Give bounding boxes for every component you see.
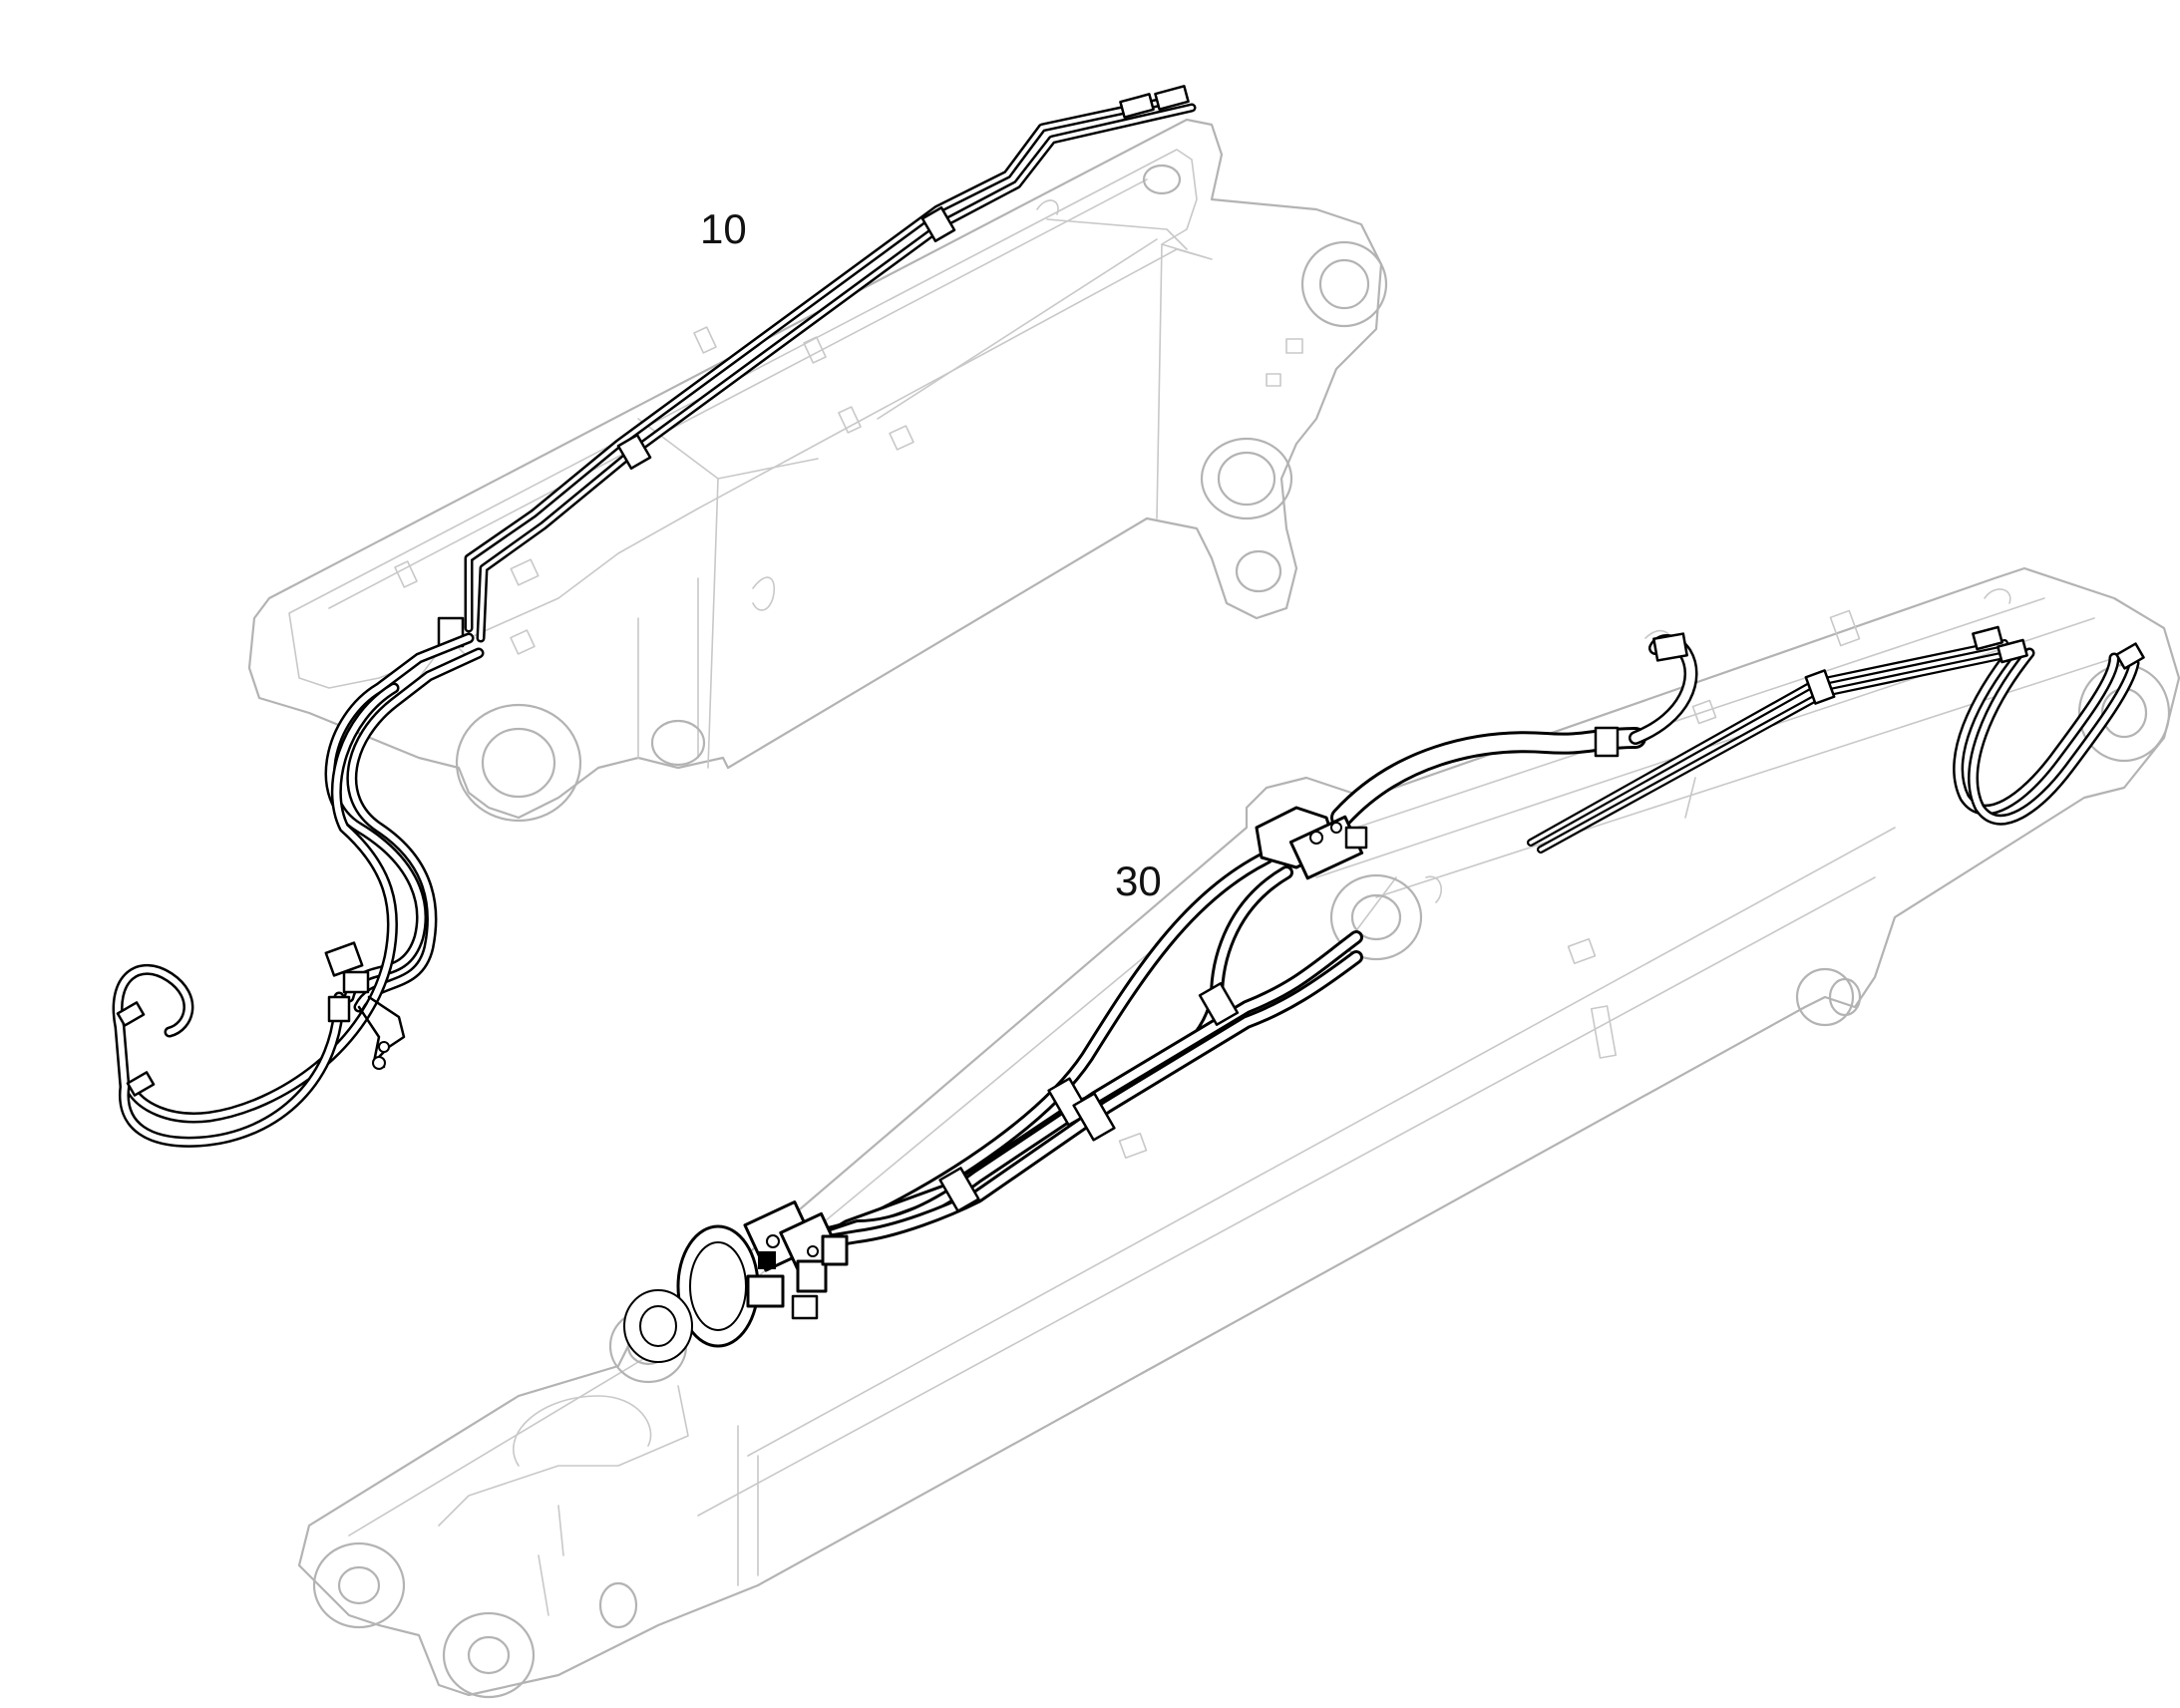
callout-label-10: 10: [700, 205, 747, 252]
upper-arm-structure: [247, 118, 1388, 823]
part-30-hose-assembly: [623, 625, 2145, 1363]
lower-boom-structure: [297, 566, 2180, 1699]
part-10-hose-assembly: [112, 85, 1197, 1148]
callout-label-30: 30: [1115, 857, 1162, 904]
